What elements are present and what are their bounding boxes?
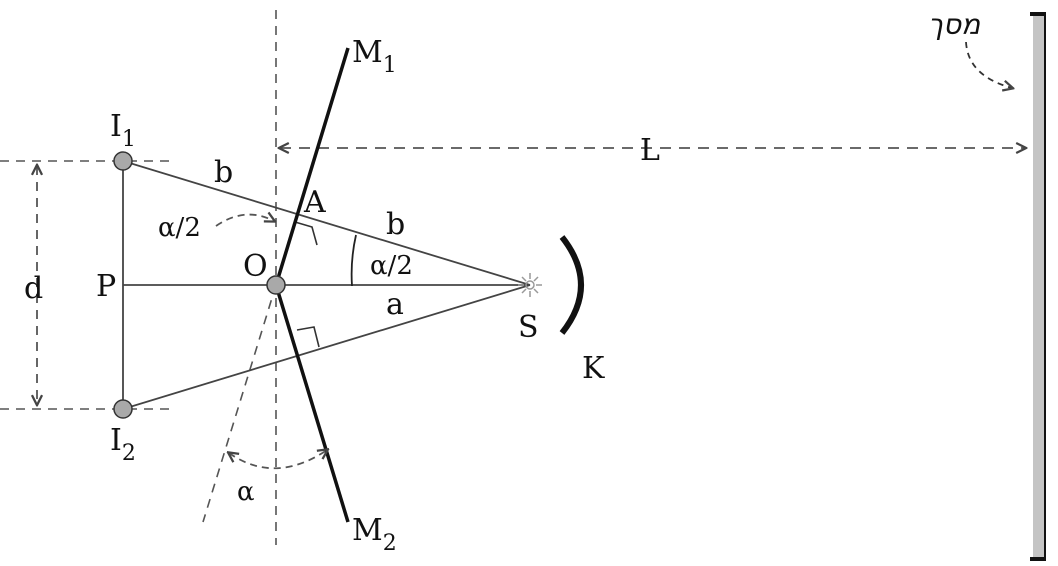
label-screen: מסך — [928, 8, 981, 41]
label-alpha: α — [237, 477, 255, 507]
alpha-half-arc-right — [350, 234, 357, 287]
label-l: L — [640, 133, 660, 168]
alpha-half-pointer-arrow — [215, 215, 274, 227]
label-d: d — [24, 271, 43, 306]
label-b-upper: b — [214, 155, 233, 190]
label-m1: M1 — [352, 35, 397, 78]
label-alpha-half-right: α/2 — [370, 251, 413, 281]
label-p: P — [96, 269, 116, 304]
screen — [1033, 16, 1044, 557]
right-angle-marker-upper — [294, 221, 318, 246]
label-alpha-half-left: α/2 — [158, 213, 201, 243]
point-i2 — [113, 399, 133, 419]
mirror-m2 — [274, 284, 350, 523]
curved-mirror-k — [559, 235, 584, 335]
line-i2-s — [122, 284, 531, 410]
label-b-lower: b — [386, 207, 405, 242]
right-angle-marker-lower — [296, 326, 320, 348]
label-k: K — [582, 351, 605, 386]
line-i1-s — [122, 160, 531, 286]
label-s: S — [518, 310, 539, 345]
label-m2: M2 — [352, 513, 397, 556]
label-i2: I2 — [110, 423, 136, 466]
light-source-icon — [518, 273, 542, 297]
point-o — [266, 275, 286, 295]
label-a: A — [303, 185, 326, 220]
label-i1: I1 — [110, 109, 136, 152]
alpha-arc — [229, 450, 327, 470]
screen-pointer-arrow — [965, 41, 1012, 88]
label-a-segment: a — [386, 287, 404, 322]
mirror-m1 — [274, 47, 350, 286]
point-i1 — [113, 151, 133, 171]
label-o: O — [243, 249, 268, 284]
